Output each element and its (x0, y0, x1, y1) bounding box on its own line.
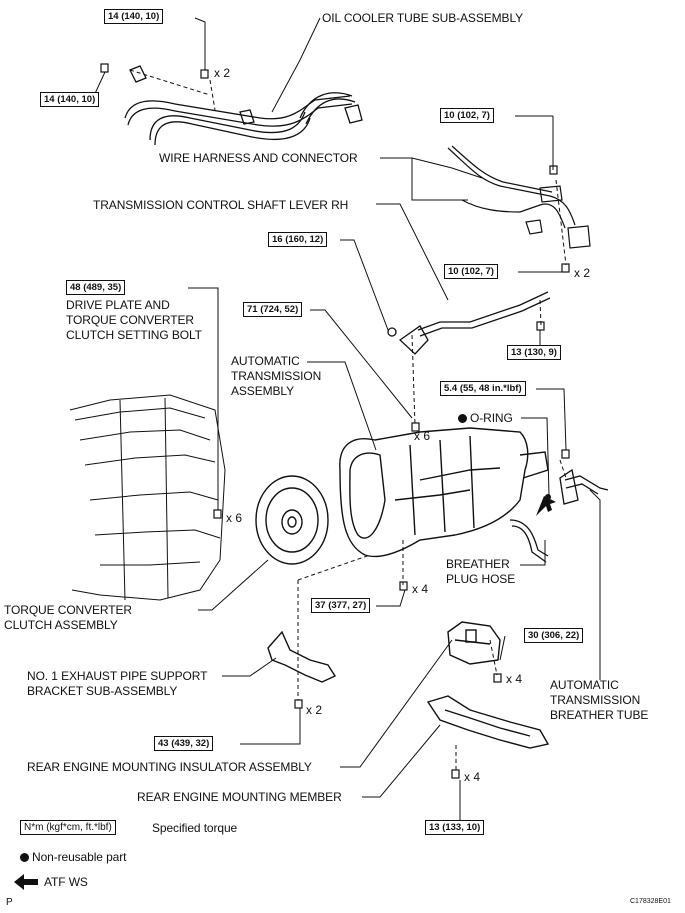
label-auto-trans-2: TRANSMISSION (231, 369, 322, 383)
leader-t12 (240, 708, 301, 745)
torque-spec-box: 5.4 (55, 48 in.*lbf) (440, 381, 526, 396)
torque-spec-box: 14 (140, 10) (40, 92, 100, 107)
leader-exhaust (222, 657, 277, 677)
label-mounting-insulator: REAR ENGINE MOUNTING INSULATOR ASSEMBLY (27, 760, 312, 774)
legend-atf-arrow (14, 874, 38, 890)
label-breather-tube-2: TRANSMISSION (550, 693, 641, 707)
oil-cooler-tube-1 (124, 95, 351, 120)
corner-letter: P (6, 897, 13, 908)
transmission-body (339, 427, 549, 558)
label-auto-trans-1: AUTOMATIC (231, 354, 300, 368)
label-breather-hose-2: PLUG HOSE (446, 572, 516, 586)
label-breather-tube-3: BREATHER TUBE (550, 708, 649, 722)
quantity-label: x 4 (412, 582, 429, 596)
leader-t11 (499, 635, 506, 661)
leader-wire-harness-2 (411, 157, 483, 179)
quantity-label: x 2 (306, 703, 323, 717)
leader-t9 (536, 388, 567, 451)
label-o-ring: O-RING (458, 411, 513, 425)
torque-spec-box: 48 (489, 35) (66, 280, 126, 295)
mounting-insulator (447, 621, 501, 665)
torque-spec-box: 10 (102, 7) (440, 108, 494, 123)
torque-spec-box: 30 (306, 22) (524, 628, 584, 643)
legend-torque-text: Specified torque (152, 821, 238, 835)
leader-t6 (188, 287, 219, 510)
torque-spec-box: 16 (160, 12) (268, 232, 328, 247)
leader-t7 (310, 309, 413, 419)
torque-spec-box: 10 (102, 7) (444, 264, 498, 279)
leader-t5 (340, 239, 389, 331)
leader-insulator (340, 639, 453, 768)
legend-torque-box: N*m (kgf*cm, ft.*lbf) (20, 820, 116, 835)
label-torque-converter-2: CLUTCH ASSEMBLY (4, 618, 118, 632)
oil-cooler-tube-3 (149, 111, 306, 141)
legend-nonreusable-text: Non-reusable part (32, 850, 127, 864)
label-drive-plate-1: DRIVE PLATE AND (66, 298, 170, 312)
atf-arrow (536, 496, 556, 516)
leader-breather-hose (520, 540, 546, 566)
torque-spec-box: 14 (140, 10) (104, 9, 164, 24)
torque-converter (255, 475, 329, 565)
mounting-member (426, 695, 550, 749)
quantity-label: x 2 (574, 266, 591, 280)
figure-id: C178328E01 (630, 898, 671, 905)
leader-t1 (194, 17, 206, 70)
exhaust-bracket (267, 630, 337, 683)
label-oil-cooler-tube: OIL COOLER TUBE SUB-ASSEMBLY (322, 11, 524, 25)
torque-spec-box: 13 (130, 9) (507, 345, 561, 360)
oil-cooler-tube-4 (154, 117, 311, 146)
label-control-shaft-lever: TRANSMISSION CONTROL SHAFT LEVER RH (93, 198, 349, 212)
label-breather-hose-1: BREATHER (446, 557, 510, 571)
quantity-label: x 6 (414, 429, 431, 443)
leader-torque-conv (198, 559, 269, 611)
leader-oring (521, 417, 550, 496)
legend-atf-text: ATF WS (44, 875, 88, 889)
quantity-label: x 4 (506, 672, 523, 686)
quantity-label: x 4 (464, 770, 481, 784)
engine-block (69, 394, 226, 601)
leader-oil-cooler (271, 17, 321, 113)
label-exhaust-bracket-1: NO. 1 EXHAUST PIPE SUPPORT (27, 669, 208, 683)
leader-control-lever (376, 203, 449, 301)
leader-breather-tube (589, 489, 601, 680)
leader-wire-harness (380, 157, 468, 201)
label-wire-harness: WIRE HARNESS AND CONNECTOR (159, 151, 358, 165)
torque-spec-box: 43 (439, 32) (154, 736, 214, 751)
quantity-label: x 2 (214, 66, 231, 80)
wire-harness-2 (461, 199, 566, 229)
breather-hose (509, 519, 549, 563)
label-torque-converter-1: TORQUE CONVERTER (4, 603, 132, 617)
leader-t10 (376, 589, 406, 607)
nonreusable-dot-icon (458, 414, 467, 423)
label-drive-plate-2: TORQUE CONVERTER (66, 313, 194, 327)
torque-spec-box: 71 (724, 52) (243, 302, 303, 317)
control-lever-rod (417, 291, 549, 331)
nonreusable-dot-icon (20, 853, 29, 862)
label-mounting-member: REAR ENGINE MOUNTING MEMBER (137, 790, 342, 804)
label-auto-trans-3: ASSEMBLY (231, 384, 295, 398)
torque-spec-box: 37 (377, 27) (311, 598, 371, 613)
label-drive-plate-3: CLUTCH SETTING BOLT (66, 328, 202, 342)
legend-nonreusable: Non-reusable part (20, 850, 126, 864)
wire-harness-1 (447, 147, 576, 226)
label-exhaust-bracket-2: BRACKET SUB-ASSEMBLY (27, 684, 178, 698)
torque-spec-box: 13 (133, 10) (425, 820, 485, 835)
o-ring-text: O-RING (470, 411, 513, 425)
label-breather-tube-1: AUTOMATIC (550, 678, 619, 692)
leader-member (362, 724, 441, 798)
oil-cooler-tube-2 (127, 103, 353, 127)
breather-tube (559, 468, 609, 505)
quantity-label: x 6 (226, 511, 243, 525)
leader-auto-trans (307, 361, 377, 451)
